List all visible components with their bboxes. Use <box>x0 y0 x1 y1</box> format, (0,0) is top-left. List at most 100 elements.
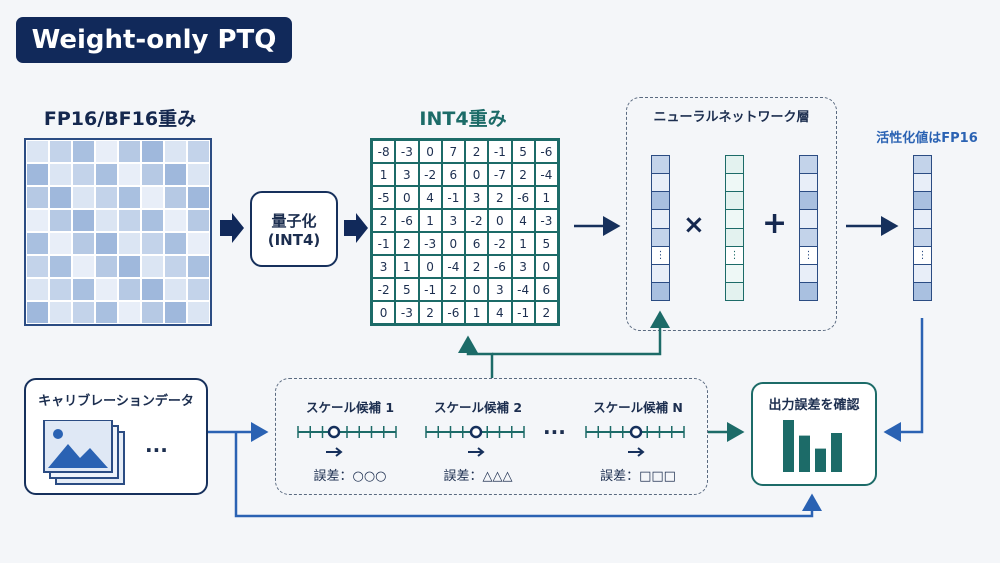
int4-weight-cell: 2 <box>534 301 558 324</box>
scale-slider-icon <box>425 425 525 457</box>
int4-weight-cell: 6 <box>465 232 489 255</box>
vector-ellipsis: ⋮ <box>726 246 743 265</box>
output-error-bar-chart <box>783 420 842 472</box>
int4-weight-cell: 3 <box>488 278 512 301</box>
fp-weight-cell <box>95 140 118 163</box>
int4-weight-cell: 0 <box>418 255 442 278</box>
fp-weight-cell <box>49 255 72 278</box>
int4-weight-cell: 3 <box>395 163 419 186</box>
vector-cell <box>726 174 743 193</box>
weight-vector-2: ⋮ <box>725 155 744 301</box>
vector-cell <box>914 156 931 175</box>
fp-weight-cell <box>26 278 49 301</box>
int4-weight-cell: 4 <box>511 209 535 232</box>
nn-layer-label: ニューラルネットワーク層 <box>653 110 810 125</box>
int4-weight-cell: -3 <box>418 232 442 255</box>
int4-weight-cell: 0 <box>465 278 489 301</box>
fp-weight-cell <box>141 255 164 278</box>
int4-weight-cell: -1 <box>488 140 512 163</box>
activation-label: 活性化値はFP16 <box>876 131 978 146</box>
int4-weight-cell: 2 <box>465 140 489 163</box>
scale-slider-icon <box>585 425 685 457</box>
int4-weight-cell: 0 <box>534 255 558 278</box>
vector-cell <box>652 264 669 283</box>
vector-cell <box>800 192 817 211</box>
fp-weight-cell <box>187 255 210 278</box>
fp-weight-cell <box>95 255 118 278</box>
fp-weight-cell <box>164 301 187 324</box>
int4-weight-cell: -6 <box>488 255 512 278</box>
fp-weight-cell <box>26 140 49 163</box>
vector-cell <box>726 156 743 175</box>
fp-weight-cell <box>141 301 164 324</box>
fp-weight-cell <box>118 186 141 209</box>
fp-weight-cell <box>118 140 141 163</box>
vector-cell <box>914 264 931 283</box>
int4-weight-cell: 1 <box>418 209 442 232</box>
int4-weights-label: INT4重み <box>419 108 507 130</box>
int4-weight-cell: 0 <box>418 140 442 163</box>
fp-weight-cell <box>95 301 118 324</box>
scale-candidate-label: スケール候補 N <box>593 400 683 415</box>
quantize-format-label: (INT4) <box>267 230 321 249</box>
int4-weight-cell: 2 <box>441 278 465 301</box>
fp-weight-cell <box>26 209 49 232</box>
int4-weight-cell: -5 <box>372 186 396 209</box>
fp-weight-cell <box>72 186 95 209</box>
fp-weight-cell <box>72 232 95 255</box>
int4-weight-cell: 1 <box>395 255 419 278</box>
fp-weight-cell <box>49 278 72 301</box>
vector-cell <box>652 210 669 229</box>
vector-cell <box>800 174 817 193</box>
fp-weight-cell <box>141 278 164 301</box>
fp-weight-cell <box>141 163 164 186</box>
image-stack-icon <box>42 419 132 490</box>
int4-weight-cell: -6 <box>395 209 419 232</box>
fp-weight-cell <box>164 255 187 278</box>
vector-cell <box>726 282 743 300</box>
fp-weight-cell <box>164 232 187 255</box>
vector-cell <box>726 192 743 211</box>
fp-weight-cell <box>49 163 72 186</box>
output-error-label: 出力誤差を確認 <box>768 398 860 413</box>
scale-candidates-box <box>275 378 708 495</box>
weight-vector-1: ⋮ <box>651 155 670 301</box>
fp-weight-cell <box>164 209 187 232</box>
fp-weight-cell <box>164 140 187 163</box>
error-bar <box>799 435 810 472</box>
fp-weight-cell <box>26 255 49 278</box>
fp-weight-cell <box>187 209 210 232</box>
int4-weight-cell: -4 <box>534 163 558 186</box>
fp-weights-matrix <box>24 138 212 326</box>
fp-weight-cell <box>187 140 210 163</box>
nn-layer-box <box>626 97 837 331</box>
vector-cell <box>652 282 669 300</box>
int4-weight-cell: -3 <box>534 209 558 232</box>
vector-cell <box>800 156 817 175</box>
int4-weight-cell: 5 <box>534 232 558 255</box>
int4-weight-cell: 0 <box>395 186 419 209</box>
plus-symbol: + <box>762 206 788 241</box>
multiply-symbol: × <box>683 210 705 240</box>
int4-weight-cell: -1 <box>418 278 442 301</box>
fp-weight-cell <box>187 301 210 324</box>
vector-cell <box>726 264 743 283</box>
vector-ellipsis: ⋮ <box>914 246 931 265</box>
vector-cell <box>652 156 669 175</box>
fp-weight-cell <box>95 163 118 186</box>
fp-weight-cell <box>72 301 95 324</box>
vector-cell <box>800 228 817 247</box>
int4-weight-cell: 3 <box>511 255 535 278</box>
vector-cell <box>800 210 817 229</box>
fp-weight-cell <box>164 163 187 186</box>
fp-weight-cell <box>118 163 141 186</box>
int4-weight-cell: -3 <box>395 140 419 163</box>
scale-slider-icon <box>297 425 397 457</box>
fp-weight-cell <box>72 163 95 186</box>
int4-weight-cell: -7 <box>488 163 512 186</box>
int4-weight-cell: 6 <box>441 163 465 186</box>
int4-weight-cell: -8 <box>372 140 396 163</box>
scale-candidate-label: スケール候補 1 <box>305 400 395 415</box>
